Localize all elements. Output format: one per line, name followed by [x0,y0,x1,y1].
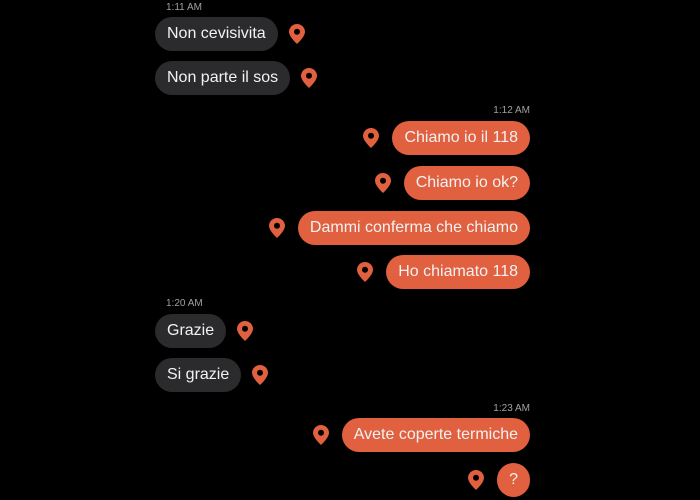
location-pin-icon[interactable] [468,470,484,490]
sent-message[interactable]: Dammi conferma che chiamo [297,211,530,245]
sent-message[interactable]: Ho chiamato 118 [386,255,530,289]
timestamp: 1:20 AM [166,298,203,309]
received-message[interactable]: Non cevisivita [155,17,278,51]
timestamp: 1:23 AM [493,403,530,414]
location-pin-icon[interactable] [313,425,329,445]
sent-message[interactable]: Chiamo io ok? [403,166,530,200]
location-pin-icon[interactable] [237,321,253,341]
location-pin-icon[interactable] [363,128,379,148]
received-message[interactable]: Grazie [155,314,227,348]
location-pin-icon[interactable] [289,24,305,44]
location-pin-icon[interactable] [375,173,391,193]
timestamp: 1:12 AM [493,105,530,116]
location-pin-icon[interactable] [357,262,373,282]
sent-message[interactable]: Chiamo io il 118 [392,121,530,155]
timestamp: 1:11 AM [166,2,202,13]
location-pin-icon[interactable] [252,365,268,385]
location-pin-icon[interactable] [269,218,285,238]
received-message[interactable]: Non parte il sos [155,61,291,95]
sent-message[interactable]: ? [497,463,530,497]
sent-message[interactable]: Avete coperte termiche [341,418,530,452]
received-message[interactable]: Si grazie [155,358,242,392]
location-pin-icon[interactable] [301,68,317,88]
